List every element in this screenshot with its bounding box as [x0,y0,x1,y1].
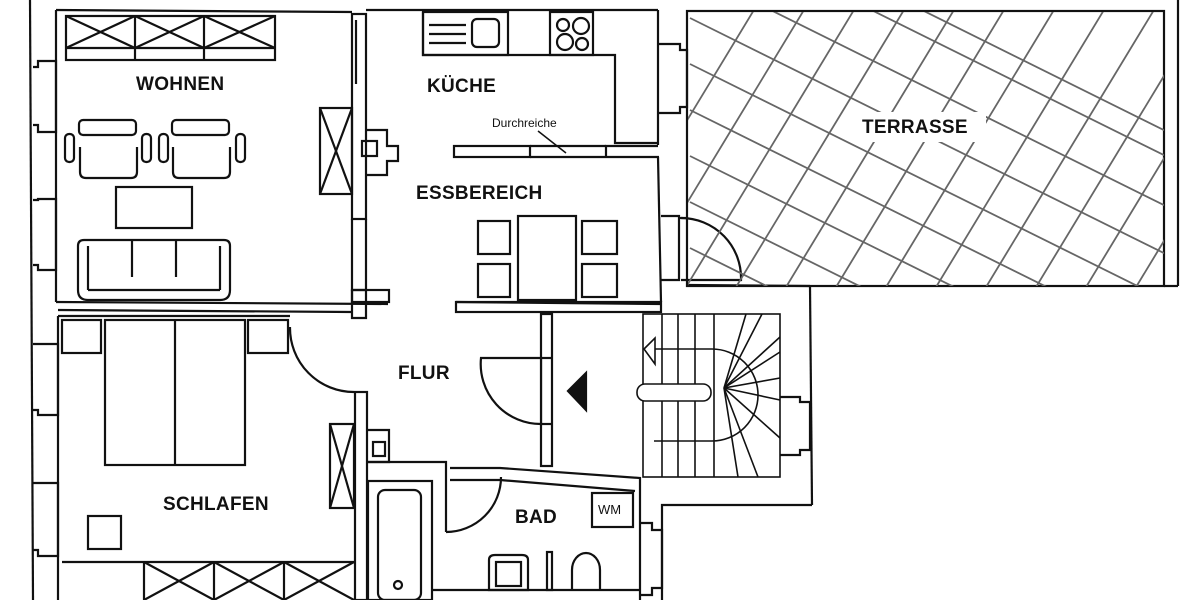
door-flur [479,356,543,426]
staircase [636,313,781,478]
flur-walls [57,219,448,602]
sofa [76,238,232,302]
wohnen-side-cabinet [318,106,354,196]
wohnen-cabinet [64,14,277,62]
room-label-essbereich: ESSBEREICH [416,183,543,204]
coffee-table [114,185,194,230]
window-kueche [658,42,689,115]
window-stair [780,395,812,457]
room-terrasse-outline [685,0,1180,288]
armchair [63,118,247,180]
room-label-terrasse: TERRASSE [862,117,968,138]
bed [60,318,290,551]
room-label-wohnen: WOHNEN [136,74,225,95]
stairwell-walls [450,285,814,600]
terrace-label-bg [858,112,986,142]
terrace-tiles [688,12,1164,286]
toilet [570,551,602,590]
window-left [33,59,60,558]
washing-machine [590,491,635,529]
window-bad [640,521,664,597]
dining-set [476,214,619,302]
exterior-wall-left [28,0,60,601]
room-essbereich-walls [454,156,663,314]
room-kueche-walls [366,8,660,159]
room-label-bad: BAD [515,507,558,528]
schlafen-side-cabinet [328,422,356,510]
door-schlafen [288,326,355,394]
nightstand [86,514,123,551]
schlafen-wardrobe [62,560,355,601]
direction-arrow-icon [566,370,588,413]
kitchen-counter [421,10,658,145]
label-wm: WM [598,502,622,517]
room-wohnen-walls [55,8,400,306]
label-durchreiche: Durchreiche [492,116,557,130]
room-label-schlafen: SCHLAFEN [163,494,269,515]
room-label-kueche: KÜCHE [427,76,497,97]
sink [487,550,554,592]
room-label-flur: FLUR [398,363,450,384]
